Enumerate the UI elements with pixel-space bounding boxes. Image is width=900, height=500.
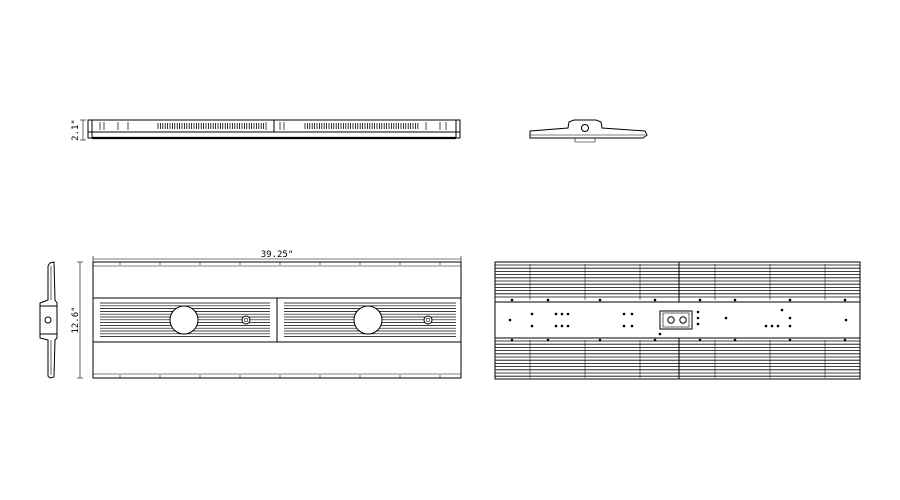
mount-hole-icon [44,316,52,324]
top-marks [119,262,441,378]
end-view [529,119,648,143]
heatsink-fins [100,302,456,337]
sensor-window-icon [353,305,383,335]
top-view: 39.25" [92,250,462,379]
mount-hole-icon [679,316,687,324]
screw-icon [423,315,433,325]
dimension-height-side: 2.1" [71,119,81,141]
screw-icon [241,315,251,325]
side-view: 2.1" [71,119,461,141]
end-view-tall: 12.6" [39,261,83,379]
mount-bracket [659,310,693,330]
side-marks [99,122,447,130]
mount-hole-icon [581,124,589,132]
bottom-fastener-holes [508,298,848,342]
sensor-window-icon [169,305,199,335]
dimension-width: 12.6" [71,306,81,333]
mount-hole-icon [667,316,675,324]
bottom-view [494,261,861,380]
side-vent-slots [157,123,419,129]
dimension-length: 39.25" [261,250,294,260]
bottom-heatsink-fins [495,264,860,378]
